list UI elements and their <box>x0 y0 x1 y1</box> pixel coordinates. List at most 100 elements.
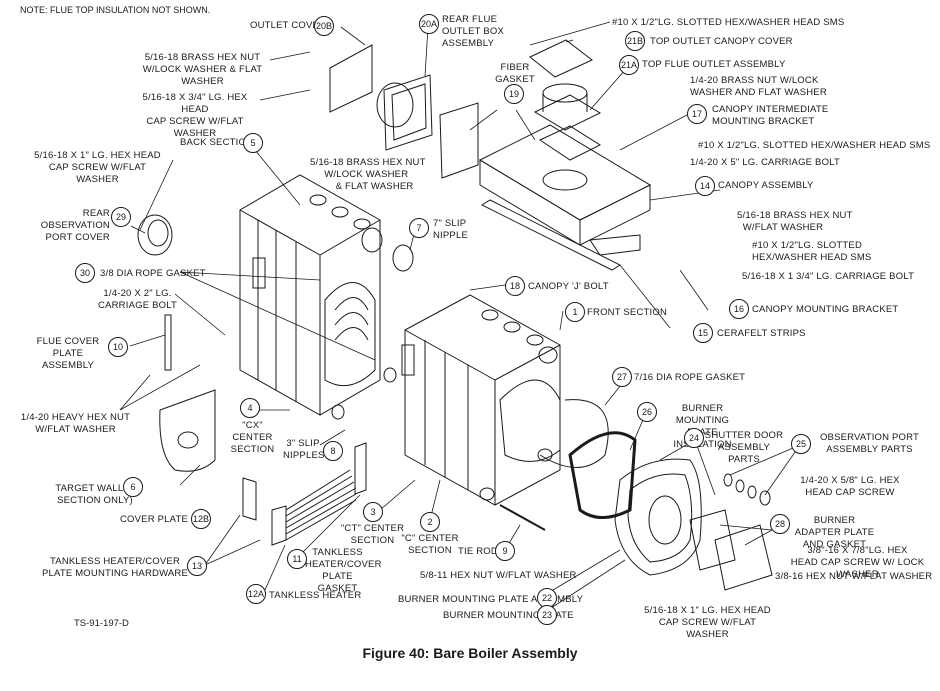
callout-21a: 21A <box>619 55 639 75</box>
flue-cover-plate-part <box>164 314 172 371</box>
callout-slip-nipples-3-label: 3" SLIP NIPPLES <box>283 438 325 461</box>
hw-label-12a: 1/4-20 X 2" LG. <box>103 288 172 299</box>
hw-label-6b: WASHER AND FLAT WASHER <box>690 87 827 98</box>
hw-label-13a: 1/4-20 HEAVY HEX NUT <box>20 412 131 423</box>
hw-label-16: 3/8-16 HEX NUT W/FLAT WASHER <box>775 571 933 582</box>
callout-slip-nipple-7-label: 7" SLIP NIPPLE <box>433 218 468 241</box>
callout-25: 25 <box>791 434 811 454</box>
callout-canopy-cover-label: TOP OUTLET CANOPY COVER <box>650 36 793 47</box>
hw-label-8: 1/4-20 X 5" LG. CARRIAGE BOLT <box>690 157 840 168</box>
rope-gasket-27-part <box>539 399 609 468</box>
hw-label-15a: 3/8"-16 X 7/8"LG. HEX <box>807 545 908 556</box>
hw-label-12: 1/4-20 X 2" LG.CARRIAGE BOLT <box>95 288 180 312</box>
callout-cover-plate-label: COVER PLATE <box>120 514 189 525</box>
callout-outlet-cover-label: OUTLET COVER <box>250 20 327 31</box>
callout-rope-gasket-30-label: 3/8 DIA ROPE GASKET <box>100 268 206 279</box>
callout-5: 5 <box>243 133 263 153</box>
callout-14: 14 <box>695 176 715 196</box>
callout-30: 30 <box>75 263 95 283</box>
note-text: NOTE: FLUE TOP INSULATION NOT SHOWN. <box>20 5 211 15</box>
callout-fiber-gasket-label: FIBER GASKET <box>495 62 535 85</box>
callout-back-section-label: BACK SECTION <box>180 137 254 148</box>
hw-label-13b: W/FLAT WASHER <box>35 424 116 435</box>
callout-shutter-door-label: SHUTTER DOOR ASSEMBLY PARTS <box>704 430 784 465</box>
callout-12b: 12B <box>191 509 211 529</box>
hw-label-18a: 5/16-18 X 1" LG. HEX HEAD <box>644 605 771 616</box>
canopy-assembly-part <box>478 124 652 246</box>
hw-label-4: 5/16-18 BRASS HEX NUT W/LOCK WASHER & FL… <box>310 157 426 193</box>
leader-lines <box>119 21 801 611</box>
hw-label-3a: 5/16-18 X 1" LG. HEX HEAD <box>34 150 161 161</box>
target-wall-part <box>159 389 216 472</box>
slip-nipple-3b-part <box>331 404 345 420</box>
burner-adapter-gasket-part <box>689 509 736 571</box>
hw-label-15b: HEAD CAP SCREW W/ LOCK WASHER <box>790 557 925 580</box>
hw-label-9b: W/FLAT WASHER <box>742 222 824 233</box>
callout-tankless-heater-label: TANKLESS HEATER <box>269 590 362 601</box>
back-section-part <box>239 174 383 416</box>
observation-port-rings-part <box>723 473 771 506</box>
hw-label-2a: 5/16-18 X 3/4" LG. HEX HEAD <box>142 92 248 115</box>
hw-label-1b: W/LOCK WASHER & FLAT WASHER <box>142 64 263 87</box>
callout-12a: 12A <box>246 584 266 604</box>
hw-label-14a: 1/4-20 X 5/8" LG. HEX <box>800 475 900 486</box>
callout-15: 15 <box>693 323 713 343</box>
rear-observation-port-part <box>137 214 173 256</box>
callout-burner-plate-assy-label: BURNER MOUNTING PLATE ASSEMBLY <box>398 594 584 605</box>
callout-flue-cover-label: FLUE COVER PLATE ASSEMBLY <box>36 336 100 371</box>
hw-label-4a: 5/16-18 BRASS HEX NUT <box>310 157 426 168</box>
callout-target-wall-label: TARGET WALL (3 SECTION ONLY) <box>55 483 135 506</box>
callout-16: 16 <box>729 299 749 319</box>
tie-rod-part <box>499 504 546 531</box>
callout-front-section-label: FRONT SECTION <box>587 307 668 318</box>
drawing-number: TS-91-197-D <box>74 618 129 629</box>
callout-11: 11 <box>287 549 307 569</box>
hw-label-5: #10 X 1/2"LG. SLOTTED HEX/WASHER HEAD SM… <box>612 17 845 28</box>
callout-canopy-bracket-label: CANOPY INTERMEDIATE MOUNTING BRACKET <box>712 104 829 127</box>
hw-label-10b: HEX/WASHER HEAD SMS <box>752 252 872 263</box>
cover-plate-part <box>242 477 257 521</box>
callout-cx-center-label: "CX" CENTER SECTION <box>230 420 275 455</box>
callout-tankless-hardware-label: TANKLESS HEATER/COVER PLATE MOUNTING HAR… <box>41 556 189 579</box>
callout-18: 18 <box>505 276 525 296</box>
callout-24: 24 <box>684 428 704 448</box>
top-outlet-canopy-cover-part <box>529 39 593 78</box>
callout-canopy-assembly-label: CANOPY ASSEMBLY <box>718 180 814 191</box>
callout-8: 8 <box>323 441 343 461</box>
hw-label-12b: CARRIAGE BOLT <box>98 300 177 311</box>
callout-2: 2 <box>420 512 440 532</box>
callout-ct-center-label: "CT" CENTER SECTION <box>340 523 405 546</box>
callout-20b: 20B <box>314 16 334 36</box>
hw-label-9a: 5/16-18 BRASS HEX NUT <box>737 210 853 221</box>
callout-17: 17 <box>687 104 707 124</box>
slip-nipple-7-part <box>392 244 414 272</box>
gasket-part <box>439 102 479 179</box>
callout-10: 10 <box>108 337 128 357</box>
hw-label-17: 5/8-11 HEX NUT W/FLAT WASHER <box>420 570 577 581</box>
callout-28: 28 <box>770 514 790 534</box>
callout-c-center-label: "C" CENTER SECTION <box>401 533 459 556</box>
callout-canopy-mount-bracket-label: CANOPY MOUNTING BRACKET <box>752 304 899 315</box>
callout-27: 27 <box>612 367 632 387</box>
hw-label-10a: #10 X 1/2"LG. SLOTTED <box>752 240 863 251</box>
cerafelt-strip-part-2 <box>589 234 641 256</box>
callout-6: 6 <box>123 477 143 497</box>
callout-9: 9 <box>495 541 515 561</box>
hw-label-1a: 5/16-18 BRASS HEX NUT <box>144 52 261 63</box>
callout-26: 26 <box>637 402 657 422</box>
callout-burner-adapter-label: BURNER ADAPTER PLATE AND GASKET <box>794 515 875 550</box>
hw-label-14b: HEAD CAP SCREW <box>805 487 895 498</box>
callout-29: 29 <box>111 207 131 227</box>
rear-flue-outlet-box-part <box>376 74 433 151</box>
callout-1: 1 <box>565 302 585 322</box>
front-section-part <box>401 294 561 506</box>
hw-label-9: 5/16-18 BRASS HEX NUT W/FLAT WASHER <box>737 210 853 234</box>
